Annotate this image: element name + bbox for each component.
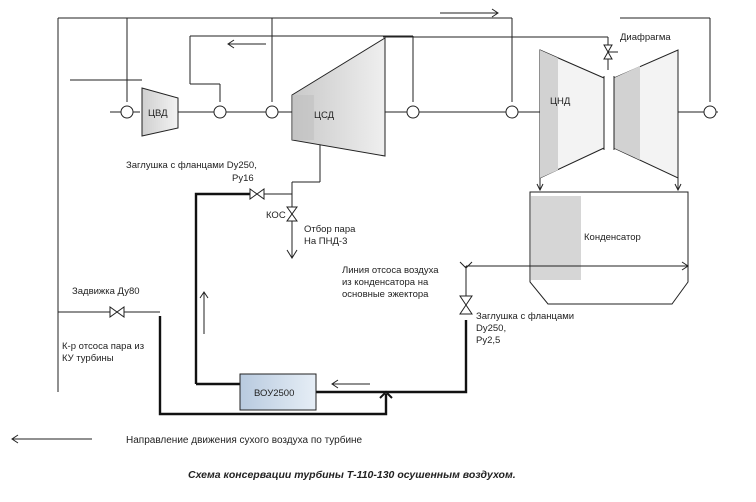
svg-text:Конденсатор: Конденсатор [584,232,641,243]
labels: Заглушка с фланцами Dy250, Ру16 КОС Отбо… [62,160,574,481]
steam-bleed-label-line1: Отбор пара [304,224,356,235]
flange-plug-label-line2: Ру16 [232,173,254,184]
bottom-plug-label-line3: Ру2,5 [476,335,500,346]
sensor-icon [120,105,134,119]
steam-bleed-label-line2: На ПНД-3 [304,236,347,247]
flange-plug-label-line1: Заглушка с фланцами Dy250, [126,160,257,171]
steam-suction-label-line2: КУ турбины [62,353,114,364]
kos-valve-icon [286,206,298,222]
csd-cylinder: ЦСД [291,37,386,157]
sensor-icon [406,105,420,119]
air-suction-line [459,261,689,296]
upper-piping [57,17,718,392]
svg-text:Диафрагма: Диафрагма [620,32,671,43]
valves [109,188,473,318]
bottom-plug-label-line1: Заглушка с фланцами [476,311,574,322]
svg-text:ЦВД: ЦВД [148,108,168,119]
gate-valve-label: Задвижка Ду80 [72,286,140,297]
sensor-icon [505,105,519,119]
diaphragm-valve: Диафрагма [603,32,671,60]
sensor-icon [703,105,717,119]
cvd-cylinder: ЦВД [141,87,179,137]
diagram-caption: Схема консервации турбины Т-110-130 осуш… [188,469,516,481]
flow-arrows [11,8,499,444]
legend-text: Направление движения сухого воздуха по т… [126,434,363,446]
sensor-icon [213,105,227,119]
svg-text:ВОУ2500: ВОУ2500 [254,388,294,399]
sensor-icon [265,105,279,119]
kos-label: КОС [266,210,286,221]
bottom-flange-valve-icon [459,295,473,315]
cnd-cylinder: ЦНД [536,49,682,192]
svg-text:ЦНД: ЦНД [550,96,571,107]
air-suction-label-line2: из конденсатора на [342,277,429,288]
svg-text:ЦСД: ЦСД [314,110,335,121]
condenser: Конденсатор [529,191,689,305]
steam-suction-label-line1: К-р отсоса пара из [62,341,144,352]
air-suction-label-line3: основные эжектора [342,289,429,300]
dry-air-loop [58,192,468,416]
air-suction-label-line1: Линия отсоса воздуха [342,265,439,276]
bottom-plug-label-line2: Dy250, [476,323,506,334]
vou-unit: ВОУ2500 [239,373,317,411]
shaft-sensors [120,105,717,119]
flange-valve-icon [249,188,265,200]
gate-valve-icon [109,306,125,318]
